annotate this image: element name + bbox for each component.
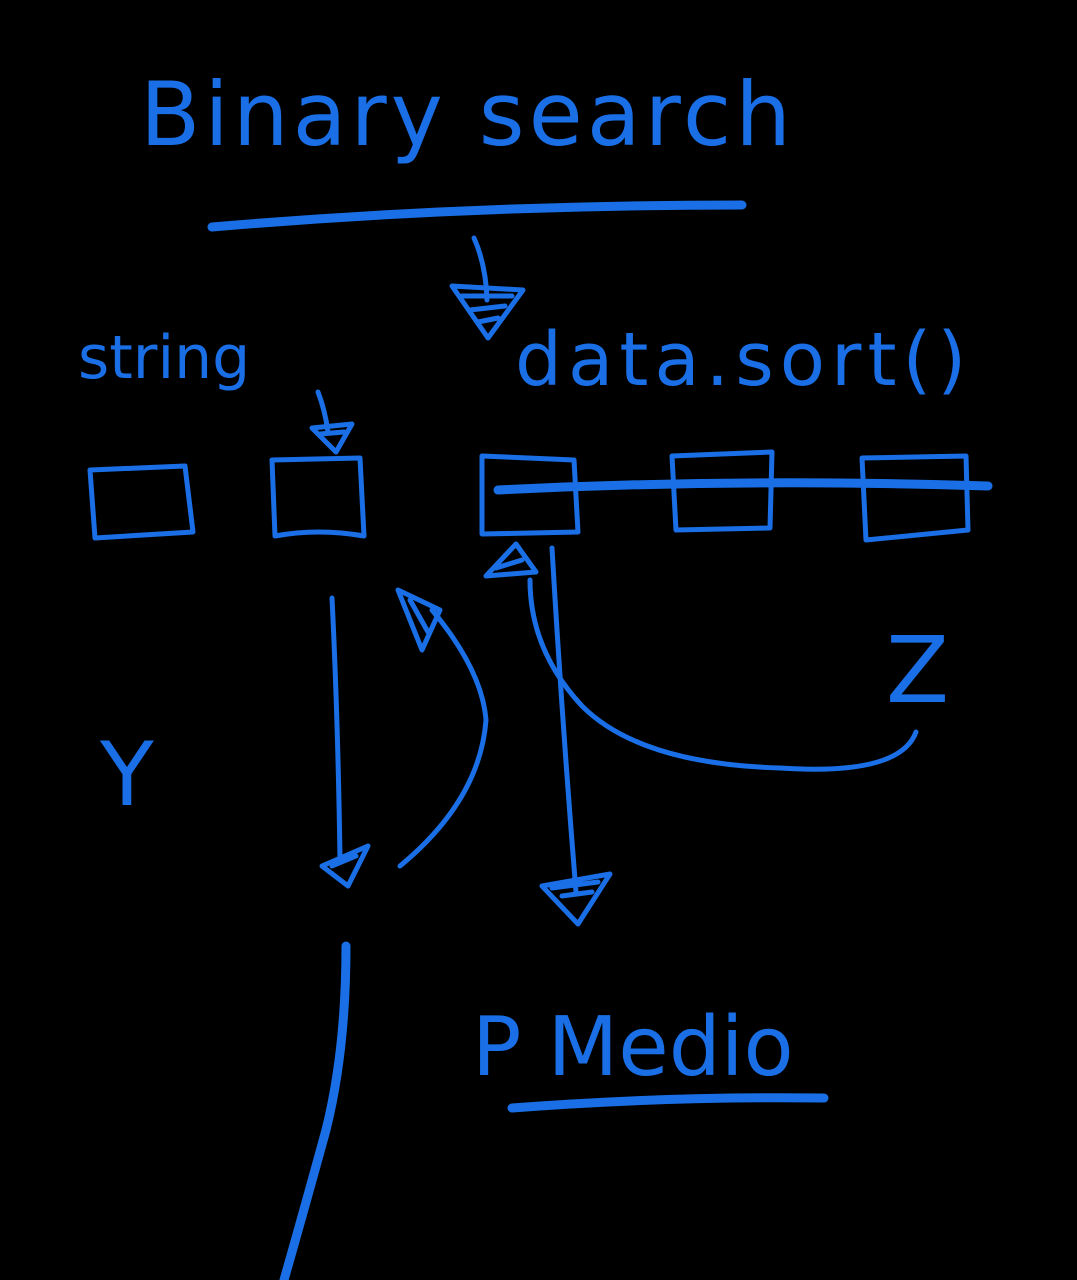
- arrow-box3-down: [549, 545, 579, 895]
- arrow-title-to-sort: [471, 235, 490, 303]
- title-underline: [207, 200, 747, 232]
- arrow-head-z-to-box3: [483, 541, 539, 579]
- arrow-head-box2-down: [319, 843, 371, 889]
- long-vertical-line: [279, 941, 351, 1280]
- array-box-3: [479, 453, 581, 537]
- arrow-z-to-box3: [527, 577, 919, 772]
- middle-label: P Medio: [472, 1000, 794, 1095]
- arrow-box2-down: [329, 595, 343, 863]
- strike-through-line: [493, 478, 993, 495]
- arrow-head-box3-down: [539, 871, 613, 927]
- string-label: string: [78, 323, 250, 393]
- arrow-head-curve-up: [395, 587, 443, 653]
- title-text: Binary search: [140, 63, 795, 166]
- y-label: Y: [99, 723, 154, 826]
- array-box-4: [669, 449, 775, 533]
- array-box-5: [859, 453, 971, 543]
- arrow-head-string-to-box: [309, 421, 355, 455]
- arrow-curve-up: [397, 607, 489, 869]
- z-label: Z: [886, 617, 949, 724]
- array-box-2: [269, 455, 367, 539]
- middle-underline: [507, 1093, 829, 1113]
- array-box-1: [87, 463, 196, 541]
- sort-call-label: data.sort(): [515, 317, 972, 403]
- arrow-head-title-to-sort: [449, 283, 526, 341]
